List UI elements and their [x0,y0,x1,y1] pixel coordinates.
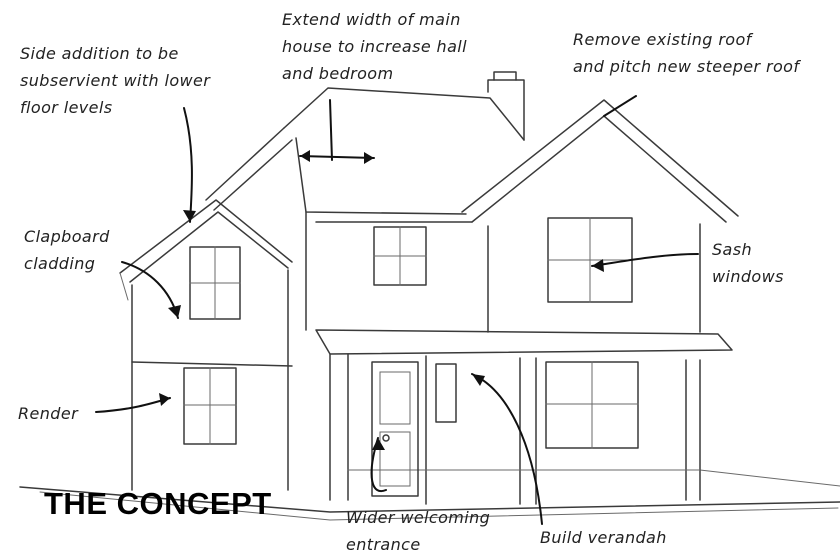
annotation-line: Sash [712,240,753,259]
arrow-extend-width [299,99,375,164]
annotation-line: Side addition to be [20,44,179,63]
annotation-render: Render [18,400,78,427]
verandah [315,329,733,505]
annotation-line: subservient with lower [20,71,211,90]
annotation-line: Clapboard [24,227,110,246]
annotation-verandah: Build verandah [540,524,667,551]
annotation-line: Extend width of main [282,10,461,29]
arrow-render [95,393,171,413]
arrow-remove-roof [603,95,637,117]
annotation-sash: Sash windows [712,236,784,290]
annotation-line: entrance [346,535,421,554]
annotation-clapboard: Clapboard cladding [24,223,110,277]
annotation-entrance: Wider welcoming entrance [346,504,490,558]
right-gable [461,99,739,333]
annotation-line: Render [18,404,79,423]
arrow-entrance [370,437,387,493]
annotation-extend-width: Extend width of main house to increase h… [282,6,467,87]
arrow-sash [591,253,699,272]
annotation-line: Remove existing roof [573,30,752,49]
annotation-line: house to increase hall [282,37,467,56]
arrow-clapboard [121,261,181,319]
annotation-line: Build verandah [540,528,667,547]
annotation-line: windows [712,267,784,286]
annotation-line: and pitch new steeper roof [573,57,800,76]
annotation-line: and bedroom [282,64,394,83]
annotation-line: cladding [24,254,96,273]
side-addition [119,199,293,491]
concept-title: THE CONCEPT [44,486,272,521]
annotation-line: floor levels [20,98,113,117]
arrow-side-addition [183,107,196,223]
annotation-remove-roof: Remove existing roof and pitch new steep… [573,26,799,80]
annotation-line: Wider welcoming [346,508,491,527]
arrow-verandah [471,373,543,525]
main-house [205,71,525,331]
annotation-side-addition: Side addition to be subservient with low… [20,40,210,121]
ground-lines [19,469,840,521]
